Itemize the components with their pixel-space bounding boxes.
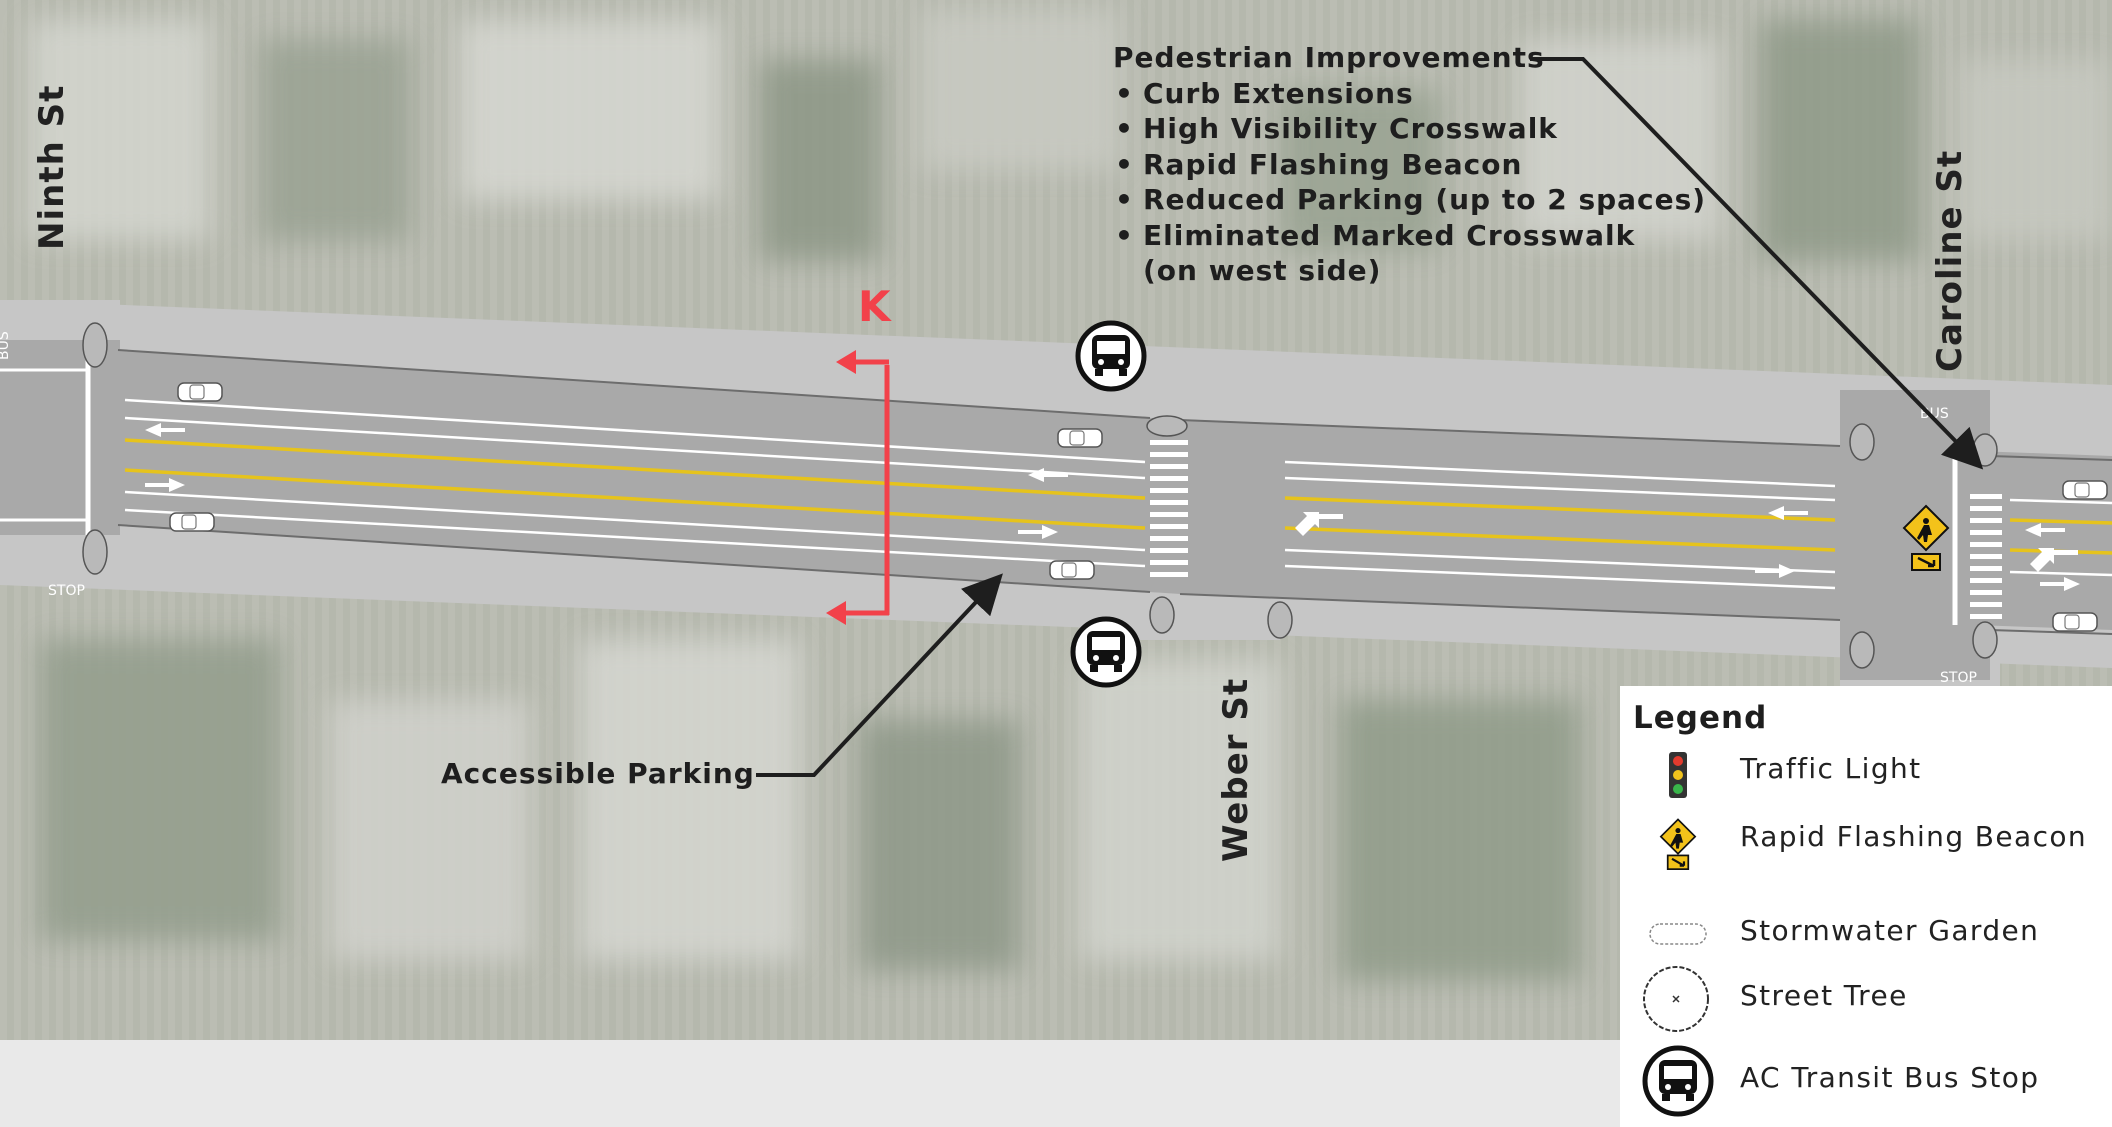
- legend-item-stormwater-garden: Stormwater Garden: [1620, 904, 2112, 964]
- legend-label: Rapid Flashing Beacon: [1740, 820, 2088, 853]
- stormwater-gardens: [82, 322, 1998, 669]
- callout-item: High Visibility Crosswalk: [1113, 111, 1706, 147]
- lane-markings: [0, 340, 2112, 625]
- pavement-bus-text: BUS: [0, 331, 12, 360]
- legend-item-rapid-flashing-beacon: Rapid Flashing Beacon: [1620, 816, 2112, 876]
- legend-item-traffic-light: Traffic Light: [1620, 746, 2112, 806]
- legend-panel: Legend Traffic Light Rapid Flashing Beac…: [1620, 686, 2112, 1127]
- bus-stop-south: [1073, 619, 1139, 685]
- bus-stop-icon: [1642, 1045, 1714, 1117]
- stormwater-garden-icon: [1649, 923, 1707, 945]
- callout-item: Eliminated Marked Crosswalk: [1113, 218, 1706, 254]
- leader-accessible-parking: [756, 573, 1003, 777]
- legend-label: Stormwater Garden: [1740, 914, 2040, 947]
- crosswalk-caroline: [1970, 494, 2002, 619]
- callout-item: Curb Extensions: [1113, 76, 1706, 112]
- callout-item: Rapid Flashing Beacon: [1113, 147, 1706, 183]
- traffic-light-icon: [1669, 752, 1687, 798]
- legend-label: Traffic Light: [1740, 752, 1922, 785]
- roadway: [0, 340, 2112, 680]
- callout-item: Reduced Parking (up to 2 spaces): [1113, 182, 1706, 218]
- callout-item: (on west side): [1143, 254, 1382, 287]
- rapid-flashing-beacon-icon: [1902, 504, 1950, 571]
- legend-item-bus-stop: AC Transit Bus Stop: [1620, 1051, 2112, 1111]
- accessible-parking-callout: Accessible Parking: [441, 757, 755, 790]
- section-cut-k: [826, 350, 890, 625]
- street-label-caroline: Caroline St: [1930, 149, 1970, 372]
- legend-title: Legend: [1633, 700, 1768, 736]
- pavement-stop-text-east: STOP: [1940, 670, 1977, 686]
- legend-label: Street Tree: [1740, 979, 1908, 1012]
- street-label-ninth: Ninth St: [32, 84, 72, 250]
- legend-label: AC Transit Bus Stop: [1740, 1061, 2040, 1094]
- section-cut-label: K: [858, 282, 891, 331]
- pavement-stop-text: STOP: [48, 583, 85, 599]
- crosswalk-weber: [1148, 436, 1190, 584]
- bus-stop-north: [1078, 323, 1144, 389]
- street-label-weber: Weber St: [1216, 677, 1256, 862]
- leader-pedestrian: [1530, 57, 1984, 470]
- pedestrian-improvements-callout: Pedestrian Improvements Curb Extensions …: [1113, 40, 1706, 289]
- callout-title: Pedestrian Improvements: [1113, 41, 1545, 74]
- rapid-flashing-beacon-icon: [1659, 818, 1697, 870]
- legend-item-street-tree: Street Tree: [1620, 966, 2112, 1032]
- street-tree-icon: [1643, 966, 1709, 1032]
